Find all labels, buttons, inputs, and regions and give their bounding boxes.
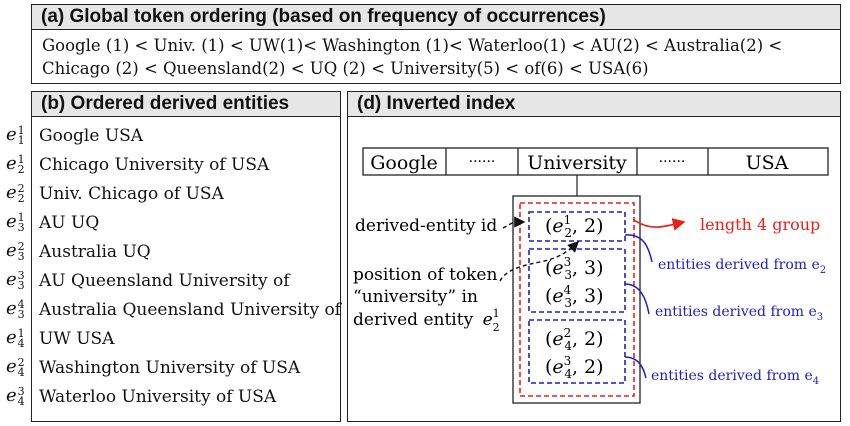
entity-name: Univ. Chicago of USA: [39, 184, 224, 204]
ordering-line-1: Google (1) < Univ. (1) < UW(1)< Washingt…: [42, 36, 783, 55]
panel-b-title: (b) Ordered derived entities: [32, 92, 340, 117]
group-e2-box: [528, 211, 626, 242]
entity-name: Australia Queensland University of: [39, 300, 341, 320]
red-arrow: [633, 218, 686, 231]
entity-name: Washington University of USA: [39, 358, 301, 378]
panel-b-ordered-derived-entities: (b) Ordered derived entities: [31, 91, 341, 422]
index-cell-usa: USA: [746, 152, 789, 174]
panel-a-title: (a) Global token ordering (based on freq…: [32, 5, 840, 30]
index-cell-ellipsis-1: ······: [469, 154, 496, 170]
label-entities-from-e3: entities derived from e3: [655, 304, 823, 323]
label-entities-from-e4: entities derived from e4: [651, 368, 819, 387]
group-e4-box: [528, 319, 626, 384]
entity-name: Google USA: [39, 126, 144, 146]
entity-name: AU UQ: [39, 213, 100, 233]
ordering-line-2: Chicago (2) < Queensland(2) < UQ (2) < U…: [42, 59, 649, 78]
label-position-line-2: “university” in: [353, 287, 478, 307]
index-cell-university: University: [527, 152, 627, 174]
index-cell-ellipsis-2: ······: [659, 154, 686, 170]
label-entities-from-e2: entities derived from e2: [658, 257, 826, 276]
panel-d-inverted-index: (d) Inverted index: [347, 91, 841, 422]
index-token-row: Google ······ University ······ USA: [362, 147, 829, 176]
label-length-4-group: length 4 group: [700, 215, 820, 234]
index-cell-google: Google: [370, 152, 438, 174]
entity-name: UW USA: [39, 329, 115, 349]
label-derived-entity-id: derived-entity id: [355, 216, 497, 236]
panel-a-global-token-ordering: (a) Global token ordering (based on freq…: [31, 4, 841, 84]
entity-name: Waterloo University of USA: [39, 387, 277, 407]
label-position-line-1: position of token: [353, 265, 497, 285]
entity-name: AU Queensland University of: [39, 271, 290, 291]
entity-name: Chicago University of USA: [39, 155, 270, 175]
posting-list: [512, 195, 641, 404]
entity-name: Australia UQ: [39, 242, 151, 262]
length-4-group-box: [519, 202, 635, 397]
panel-d-title: (d) Inverted index: [348, 92, 840, 117]
